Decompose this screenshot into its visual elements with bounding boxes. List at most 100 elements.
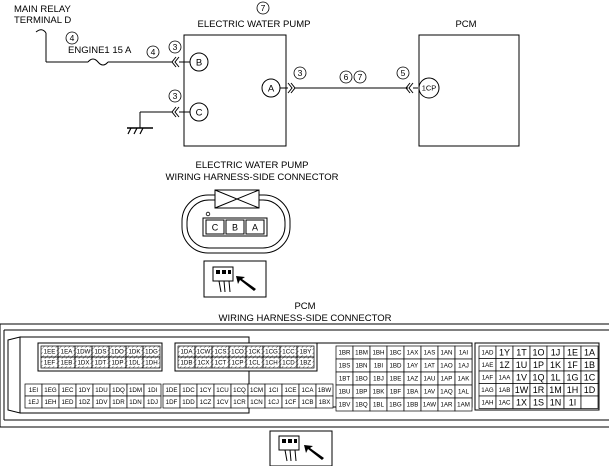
- pcm-pin-label-bg: [179, 358, 194, 367]
- pcm-pin-label: 1AL: [458, 389, 470, 396]
- ground-icon: [127, 127, 153, 135]
- pcm-pin-label: 1EF: [44, 360, 56, 367]
- terminal-b-label: B: [196, 58, 202, 69]
- pump-connector-pin-label: B: [232, 223, 238, 233]
- pcm-pin-label: 1F: [567, 360, 578, 370]
- connector-symbol-pcm: [405, 82, 414, 94]
- view-direction-icon: [203, 260, 267, 298]
- pcm-pin-label: 1DB: [180, 360, 192, 367]
- pcm-pin-label-bg: [76, 347, 91, 356]
- callout-circle: [396, 66, 410, 80]
- pcm-pin-label: 1BW: [318, 387, 332, 394]
- main-relay-label: MAIN RELAY: [14, 4, 72, 15]
- pcm-pin-label: 1BX: [319, 399, 331, 406]
- pcm-pin-label: 1EJ: [28, 399, 39, 406]
- pcm-pin-label: 1AV: [424, 389, 436, 396]
- pcm-pin-label: 1CM: [250, 387, 263, 394]
- terminal-c: [189, 102, 209, 122]
- pcm-pin-label: 1BV: [339, 402, 352, 409]
- pcm-pin-cell: [580, 395, 599, 409]
- pcm-pin-label: 1BD: [389, 363, 402, 370]
- pcm-pin-label: 1Y: [499, 347, 510, 357]
- callout-circle: [353, 70, 367, 84]
- pcm-pin-label-bg: [127, 347, 142, 356]
- callout-pin-a: 3: [298, 68, 303, 78]
- pcm-pin-label-bg: [110, 347, 125, 356]
- pcm-pin-label: 1AT: [424, 363, 435, 370]
- pcm-pin-label: 1DI: [148, 387, 158, 394]
- pcm-pin-label: 1CC: [282, 349, 295, 356]
- callout-pump: 7: [261, 3, 266, 13]
- pcm-pin-label: 1AH: [481, 399, 493, 406]
- pcm-pin-label: 1AI: [459, 350, 469, 357]
- pcm-pin-label: 1AG: [481, 387, 494, 394]
- pcm-pin-label: 1BI: [374, 363, 384, 370]
- pcm-pin-label: 1S: [533, 397, 544, 407]
- pcm-pin-label-bg: [213, 358, 228, 367]
- pcm-pin-label: 1BR: [338, 350, 351, 357]
- pcm-pin-label: 1DG: [145, 349, 158, 356]
- pcm-pin-label: 1BT: [339, 376, 351, 383]
- pcm-pin-label: 1DN: [129, 399, 141, 406]
- pcm-pin-label-bg: [247, 358, 262, 367]
- pcm-pin-label: 1CF: [285, 399, 297, 406]
- pcm-pin-cell: [143, 395, 162, 409]
- pcm-pin-label: 1AS: [424, 350, 436, 357]
- pcm-pin-label: 1DV: [95, 399, 108, 406]
- pcm-pin-label: 1CD: [282, 360, 295, 367]
- pcm-pin-label: 1CY: [199, 387, 211, 394]
- pcm-pin-label: 1BA: [407, 389, 420, 396]
- pcm-pin-label: 1CU: [216, 387, 228, 394]
- callout-circle: [146, 45, 160, 59]
- pcm-pin-label-bg: [281, 358, 296, 367]
- pcm-pin-label: 1CJ: [268, 399, 279, 406]
- pcm-pin-label: 1BP: [356, 389, 368, 396]
- connector-symbol-b: [171, 56, 180, 68]
- pcm-pin-label: 1L: [550, 372, 560, 382]
- pcm-pin-label: 1K: [550, 360, 561, 370]
- pump-connector-title: ELECTRIC WATER PUMP: [196, 160, 309, 171]
- pcm-pin-label-bg: [230, 347, 245, 356]
- callout-pcm-side-b: 7: [358, 72, 363, 82]
- pcm-pin-label: 1BM: [355, 350, 368, 357]
- pcm-pin-label: 1DR: [112, 399, 125, 406]
- pcm-pin-label-bg: [144, 347, 159, 356]
- pump-connector-pin-label: A: [252, 223, 258, 233]
- pcm-pin-label: 1DK: [128, 349, 141, 356]
- pcm-pin-label: 1BE: [390, 376, 402, 383]
- pcm-pin-label: 1AK: [458, 376, 471, 383]
- pcm-pin-label: 1DD: [182, 399, 195, 406]
- pcm-pin-label: 1CZ: [200, 399, 212, 406]
- terminal-b: [189, 52, 209, 72]
- pcm-pin-label: 1CL: [249, 360, 261, 367]
- pcm-pin-label: 1DW: [77, 349, 91, 356]
- pcm-pin-label-bg: [59, 358, 74, 367]
- callout-circle: [256, 1, 270, 15]
- pcm-pin-label: 1H: [567, 385, 579, 395]
- pcm-pin-label: 1AN: [440, 350, 452, 357]
- fuse-label: ENGINE1 15 A: [68, 45, 132, 56]
- pcm-pin-label: 1I: [569, 397, 577, 407]
- pcm-pin-label: 1CQ: [233, 387, 246, 394]
- callout-circle: [168, 89, 182, 103]
- pcm-pin-label: 1DA: [180, 349, 193, 356]
- pcm-pin-label-bg: [42, 358, 57, 367]
- pcm-pin-label: 1CS: [214, 349, 226, 356]
- pcm-pin-cell: [454, 397, 473, 412]
- pcm-pin-label: 1AF: [482, 374, 494, 381]
- pcm-pin-label: 1DU: [95, 387, 107, 394]
- pcm-pin-label: 1DQ: [112, 387, 125, 394]
- pcm-pin-label-bg: [144, 358, 159, 367]
- pcm-pin-label: 1DE: [165, 387, 177, 394]
- pcm-pin-label: 1BH: [372, 350, 384, 357]
- pcm-pin-label: 1O: [532, 347, 544, 357]
- pcm-pin-label: 1Q: [532, 372, 544, 382]
- pcm-pin-label-bg: [93, 347, 108, 356]
- callout-pin-b: 3: [173, 42, 178, 52]
- pcm-pin-label-bg: [298, 358, 313, 367]
- pcm-pin-label-bg: [42, 347, 57, 356]
- pcm-pin-label: 1CP: [231, 360, 243, 367]
- pcm-pin-label: 1BZ: [300, 360, 312, 367]
- pcm-pin-label: 1AC: [498, 399, 511, 406]
- pcm-pin-label: 1AB: [499, 387, 511, 394]
